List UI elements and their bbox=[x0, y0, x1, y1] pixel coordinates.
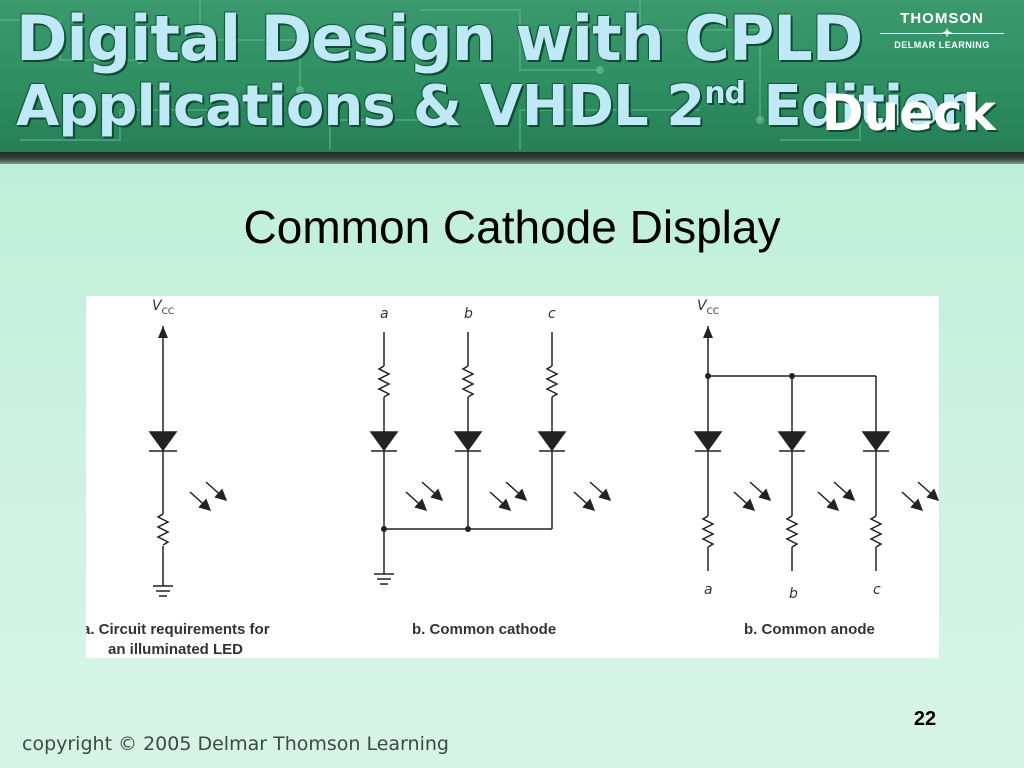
junction-dot bbox=[789, 373, 795, 379]
banner-divider bbox=[0, 152, 1024, 164]
circuit-c-vcc-label: VCC bbox=[697, 298, 719, 317]
caption-c: b. Common anode bbox=[744, 621, 875, 638]
book-title-line1: Digital Design with CPLD bbox=[16, 2, 863, 75]
circuit-c-common-anode bbox=[693, 326, 939, 571]
edition-ordinal-suffix: nd bbox=[704, 76, 746, 111]
author-name: Dueck bbox=[822, 84, 996, 142]
copyright-footer: copyright © 2005 Delmar Thomson Learning bbox=[22, 733, 449, 755]
slide-title: Common Cathode Display bbox=[243, 201, 781, 253]
circuit-a-single-led bbox=[148, 326, 228, 597]
led-circuit-figure: VCC bbox=[86, 296, 939, 658]
star-icon: ✦ bbox=[942, 26, 953, 40]
publisher-name: THOMSON bbox=[900, 10, 984, 27]
circuit-b-input-b: b bbox=[464, 306, 473, 322]
caption-a-line1: a. Circuit requirements for bbox=[86, 621, 270, 638]
circuit-a-vcc-label: VCC bbox=[152, 298, 174, 317]
edition-word: Edition bbox=[745, 74, 980, 139]
publisher-divider: ✦ bbox=[880, 26, 1004, 40]
page-number: 22 bbox=[913, 708, 937, 730]
circuit-c-output-a: a bbox=[704, 582, 713, 598]
book-title-line2-text: Applications & VHDL 2 bbox=[16, 74, 705, 139]
circuit-b-common-cathode bbox=[369, 332, 612, 585]
book-title-line2: Applications & VHDL 2nd Edition bbox=[16, 74, 980, 139]
circuit-c-output-c: c bbox=[873, 582, 881, 598]
publisher-subtitle: DELMAR LEARNING bbox=[894, 40, 990, 50]
junction-dot bbox=[705, 373, 711, 379]
book-banner: Digital Design with CPLD Applications & … bbox=[0, 0, 1024, 152]
caption-a-line2: an illuminated LED bbox=[108, 641, 243, 658]
publisher-logo: THOMSON ✦ DELMAR LEARNING bbox=[872, 10, 1012, 50]
circuit-c-output-b: b bbox=[789, 586, 798, 602]
circuit-b-input-a: a bbox=[380, 306, 389, 322]
led-circuit-diagram: VCC bbox=[86, 298, 939, 658]
caption-b: b. Common cathode bbox=[412, 621, 556, 638]
junction-dot bbox=[381, 526, 387, 532]
circuit-b-input-c: c bbox=[548, 306, 556, 322]
junction-dot bbox=[465, 526, 471, 532]
circuit-traces-background bbox=[0, 0, 861, 150]
book-title-line1-text: Digital Design with CPLD bbox=[16, 2, 863, 75]
